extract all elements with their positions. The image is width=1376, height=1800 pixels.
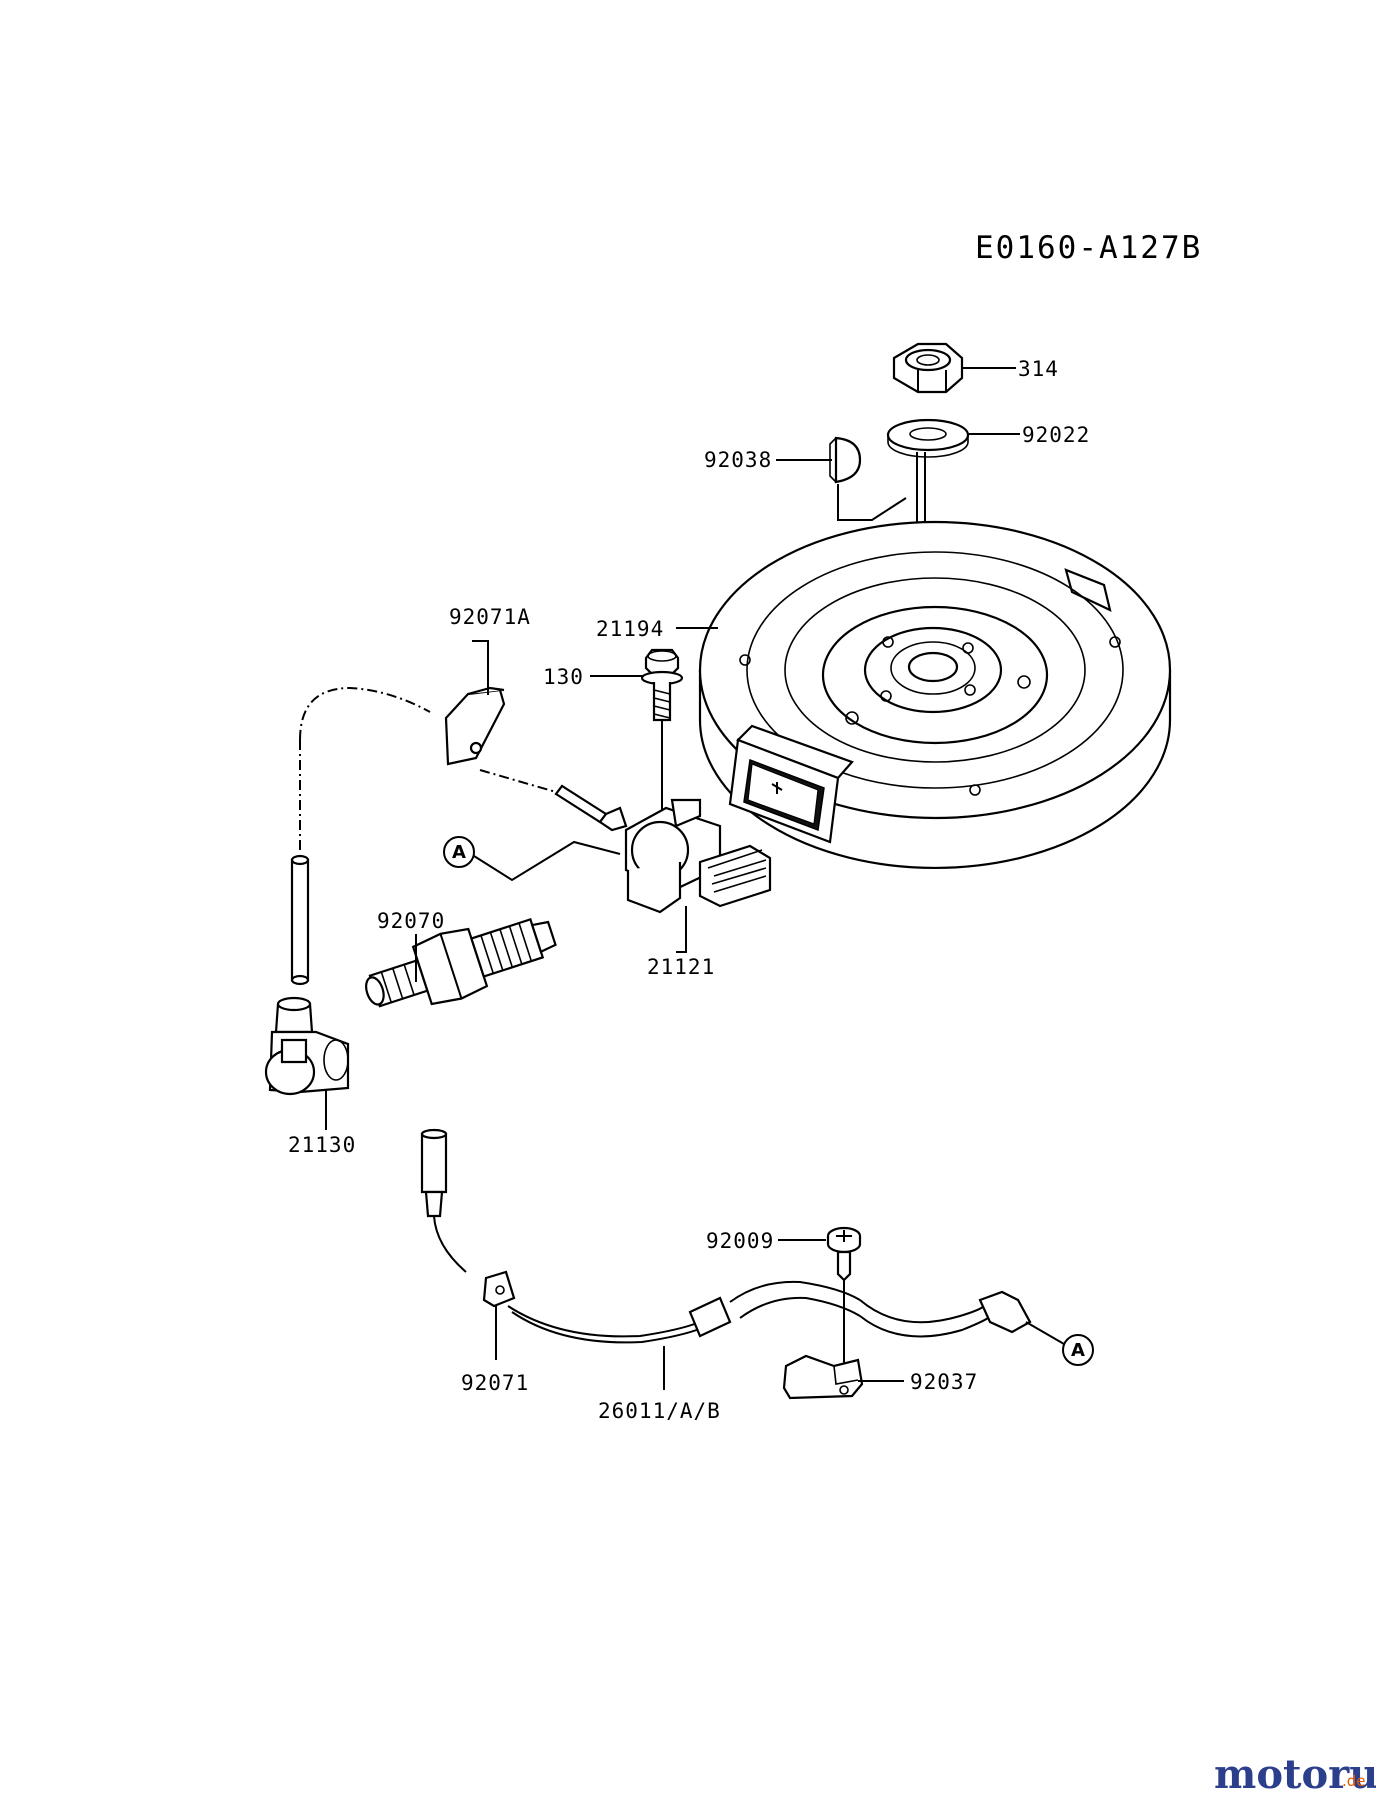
reference-marker-left: A — [443, 836, 475, 868]
clamp-part — [782, 1354, 864, 1400]
label-92071A: 92071A — [449, 605, 531, 629]
svg-text:A: A — [1071, 1340, 1085, 1361]
leader-21121 — [676, 906, 687, 953]
watermark-logo: motoruf .de — [1214, 1751, 1376, 1798]
svg-text:motoruf: motoruf — [1214, 1751, 1376, 1798]
leader-ref-a-right — [1025, 1321, 1065, 1345]
ignition-coil-part — [554, 784, 772, 914]
leader-92071A — [472, 640, 489, 695]
dashed-route-3 — [479, 769, 557, 793]
label-92037: 92037 — [910, 1370, 978, 1394]
nut-part — [892, 342, 964, 394]
label-92038: 92038 — [704, 448, 772, 472]
spark-plug-part — [365, 917, 557, 1008]
ignition-cable-part — [420, 1128, 1032, 1344]
label-26011: 26011/A/B — [598, 1399, 721, 1423]
diagram-code: E0160-A127B — [975, 230, 1202, 266]
label-21194: 21194 — [596, 617, 664, 641]
label-92071: 92071 — [461, 1371, 529, 1395]
reference-marker-right: A — [1062, 1334, 1094, 1366]
leader-ref-a-left — [473, 840, 621, 882]
cap-rod-part — [290, 854, 310, 986]
label-21121: 21121 — [647, 955, 715, 979]
svg-text:.de: .de — [1342, 1772, 1366, 1790]
label-92070: 92070 — [377, 909, 445, 933]
label-314: 314 — [1018, 357, 1059, 381]
washer-part — [886, 418, 970, 458]
plug-cover-part — [444, 686, 506, 766]
label-92009: 92009 — [706, 1229, 774, 1253]
leader-key — [837, 484, 907, 521]
screw-part — [826, 1226, 862, 1282]
label-92022: 92022 — [1022, 423, 1090, 447]
grommet-part — [482, 1270, 516, 1308]
bolt-part — [640, 648, 684, 722]
spark-plug-cap-part — [264, 996, 350, 1096]
svg-text:A: A — [452, 842, 466, 863]
woodruff-key-part — [829, 436, 862, 484]
label-21130: 21130 — [288, 1133, 356, 1157]
label-130: 130 — [543, 665, 584, 689]
flywheel-part — [698, 520, 1172, 870]
dashed-route-1 — [299, 686, 431, 741]
